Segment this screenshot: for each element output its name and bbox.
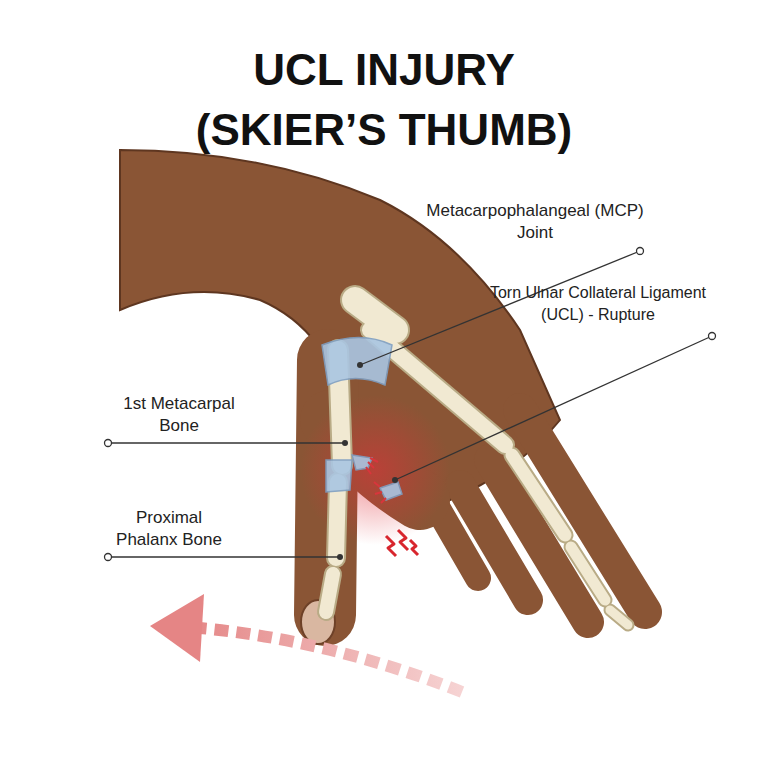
diagram-title: UCL INJURY (SKIER’S THUMB): [154, 40, 614, 160]
part-label: Proximal Phalanx Bone: [104, 507, 234, 551]
part-label: Metacarpophalangeal (MCP) Joint: [415, 200, 655, 244]
part-label: Torn Ulnar Collateral Ligament (UCL) - R…: [478, 282, 718, 326]
part-label: 1st Metacarpal Bone: [104, 393, 254, 437]
